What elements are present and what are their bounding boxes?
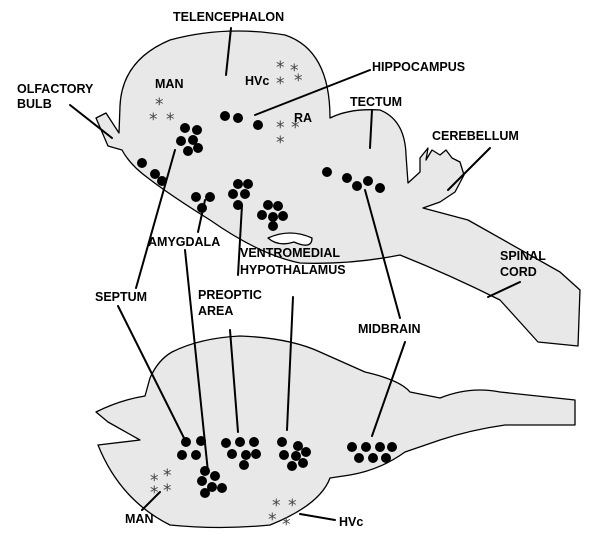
dot: [268, 212, 278, 222]
dot: [240, 189, 250, 199]
label-man-upper: MAN: [155, 77, 183, 91]
dot: [301, 447, 311, 457]
dot: [249, 437, 259, 447]
dot: [243, 179, 253, 189]
dot: [191, 450, 201, 460]
label-septum: SEPTUM: [95, 290, 147, 304]
label-spinal-cord-line2: CORD: [500, 265, 537, 279]
label-hippocampus: HIPPOCAMPUS: [372, 60, 465, 74]
dot: [322, 167, 332, 177]
asterisk-marker: *: [282, 515, 291, 535]
asterisk-marker: *: [276, 133, 285, 153]
dot: [137, 158, 147, 168]
dot: [210, 471, 220, 481]
asterisk-marker: *: [294, 71, 303, 91]
dot: [375, 183, 385, 193]
dot: [257, 210, 267, 220]
dot: [251, 449, 261, 459]
dot: [176, 136, 186, 146]
asterisk-marker: *: [288, 496, 297, 516]
dot: [196, 436, 206, 446]
label-amygdala: AMYGDALA: [148, 235, 220, 249]
dot: [298, 458, 308, 468]
dot: [239, 460, 249, 470]
dot: [180, 123, 190, 133]
asterisk-marker: *: [149, 110, 158, 130]
dot: [217, 483, 227, 493]
dot: [273, 201, 283, 211]
asterisk-marker: *: [268, 510, 277, 530]
label-man-lower: MAN: [125, 512, 153, 526]
dot: [293, 441, 303, 451]
dot: [227, 449, 237, 459]
dot: [157, 176, 167, 186]
dot: [197, 476, 207, 486]
leader-hvc-lower: [300, 514, 335, 520]
dot: [342, 173, 352, 183]
dot: [287, 461, 297, 471]
label-tectum: TECTUM: [350, 95, 402, 109]
asterisk-marker: *: [166, 110, 175, 130]
dot: [368, 453, 378, 463]
label-ventromedial-line2: HYPOTHALAMUS: [240, 263, 346, 277]
dot: [221, 438, 231, 448]
dot: [363, 176, 373, 186]
dot: [181, 437, 191, 447]
dot: [235, 437, 245, 447]
dot: [347, 442, 357, 452]
label-cerebellum: CEREBELLUM: [432, 129, 519, 143]
label-preoptic-line1: PREOPTIC: [198, 288, 262, 302]
dot: [200, 488, 210, 498]
dot: [197, 203, 207, 213]
dot: [200, 466, 210, 476]
dot: [253, 120, 263, 130]
dot: [375, 442, 385, 452]
label-hvc-lower: HVc: [339, 515, 363, 529]
dot: [241, 450, 251, 460]
dot: [277, 437, 287, 447]
label-midbrain: MIDBRAIN: [358, 322, 421, 336]
dot: [354, 453, 364, 463]
dot: [177, 450, 187, 460]
label-olfactory-bulb-line2: BULB: [17, 97, 52, 111]
dot: [183, 146, 193, 156]
label-telencephalon: TELENCEPHALON: [173, 10, 284, 24]
label-ra: RA: [294, 111, 312, 125]
dot: [205, 192, 215, 202]
dot: [233, 200, 243, 210]
dot: [279, 450, 289, 460]
label-preoptic-line2: AREA: [198, 304, 233, 318]
dot: [263, 200, 273, 210]
dot: [233, 113, 243, 123]
dot: [193, 143, 203, 153]
asterisk-marker: *: [163, 481, 172, 501]
dot: [220, 111, 230, 121]
asterisk-marker: *: [150, 483, 159, 503]
dot: [381, 453, 391, 463]
label-olfactory-bulb-line1: OLFACTORY: [17, 82, 94, 96]
label-hvc-upper: HVc: [245, 74, 269, 88]
asterisk-marker: *: [276, 74, 285, 94]
dot: [268, 221, 278, 231]
dot: [387, 442, 397, 452]
dot: [228, 189, 238, 199]
dot: [361, 442, 371, 452]
dot: [191, 192, 201, 202]
dot: [192, 125, 202, 135]
label-spinal-cord-line1: SPINAL: [500, 249, 546, 263]
dot: [352, 181, 362, 191]
dot: [278, 211, 288, 221]
label-ventromedial-line1: VENTROMEDIAL: [240, 246, 340, 260]
dot: [233, 179, 243, 189]
